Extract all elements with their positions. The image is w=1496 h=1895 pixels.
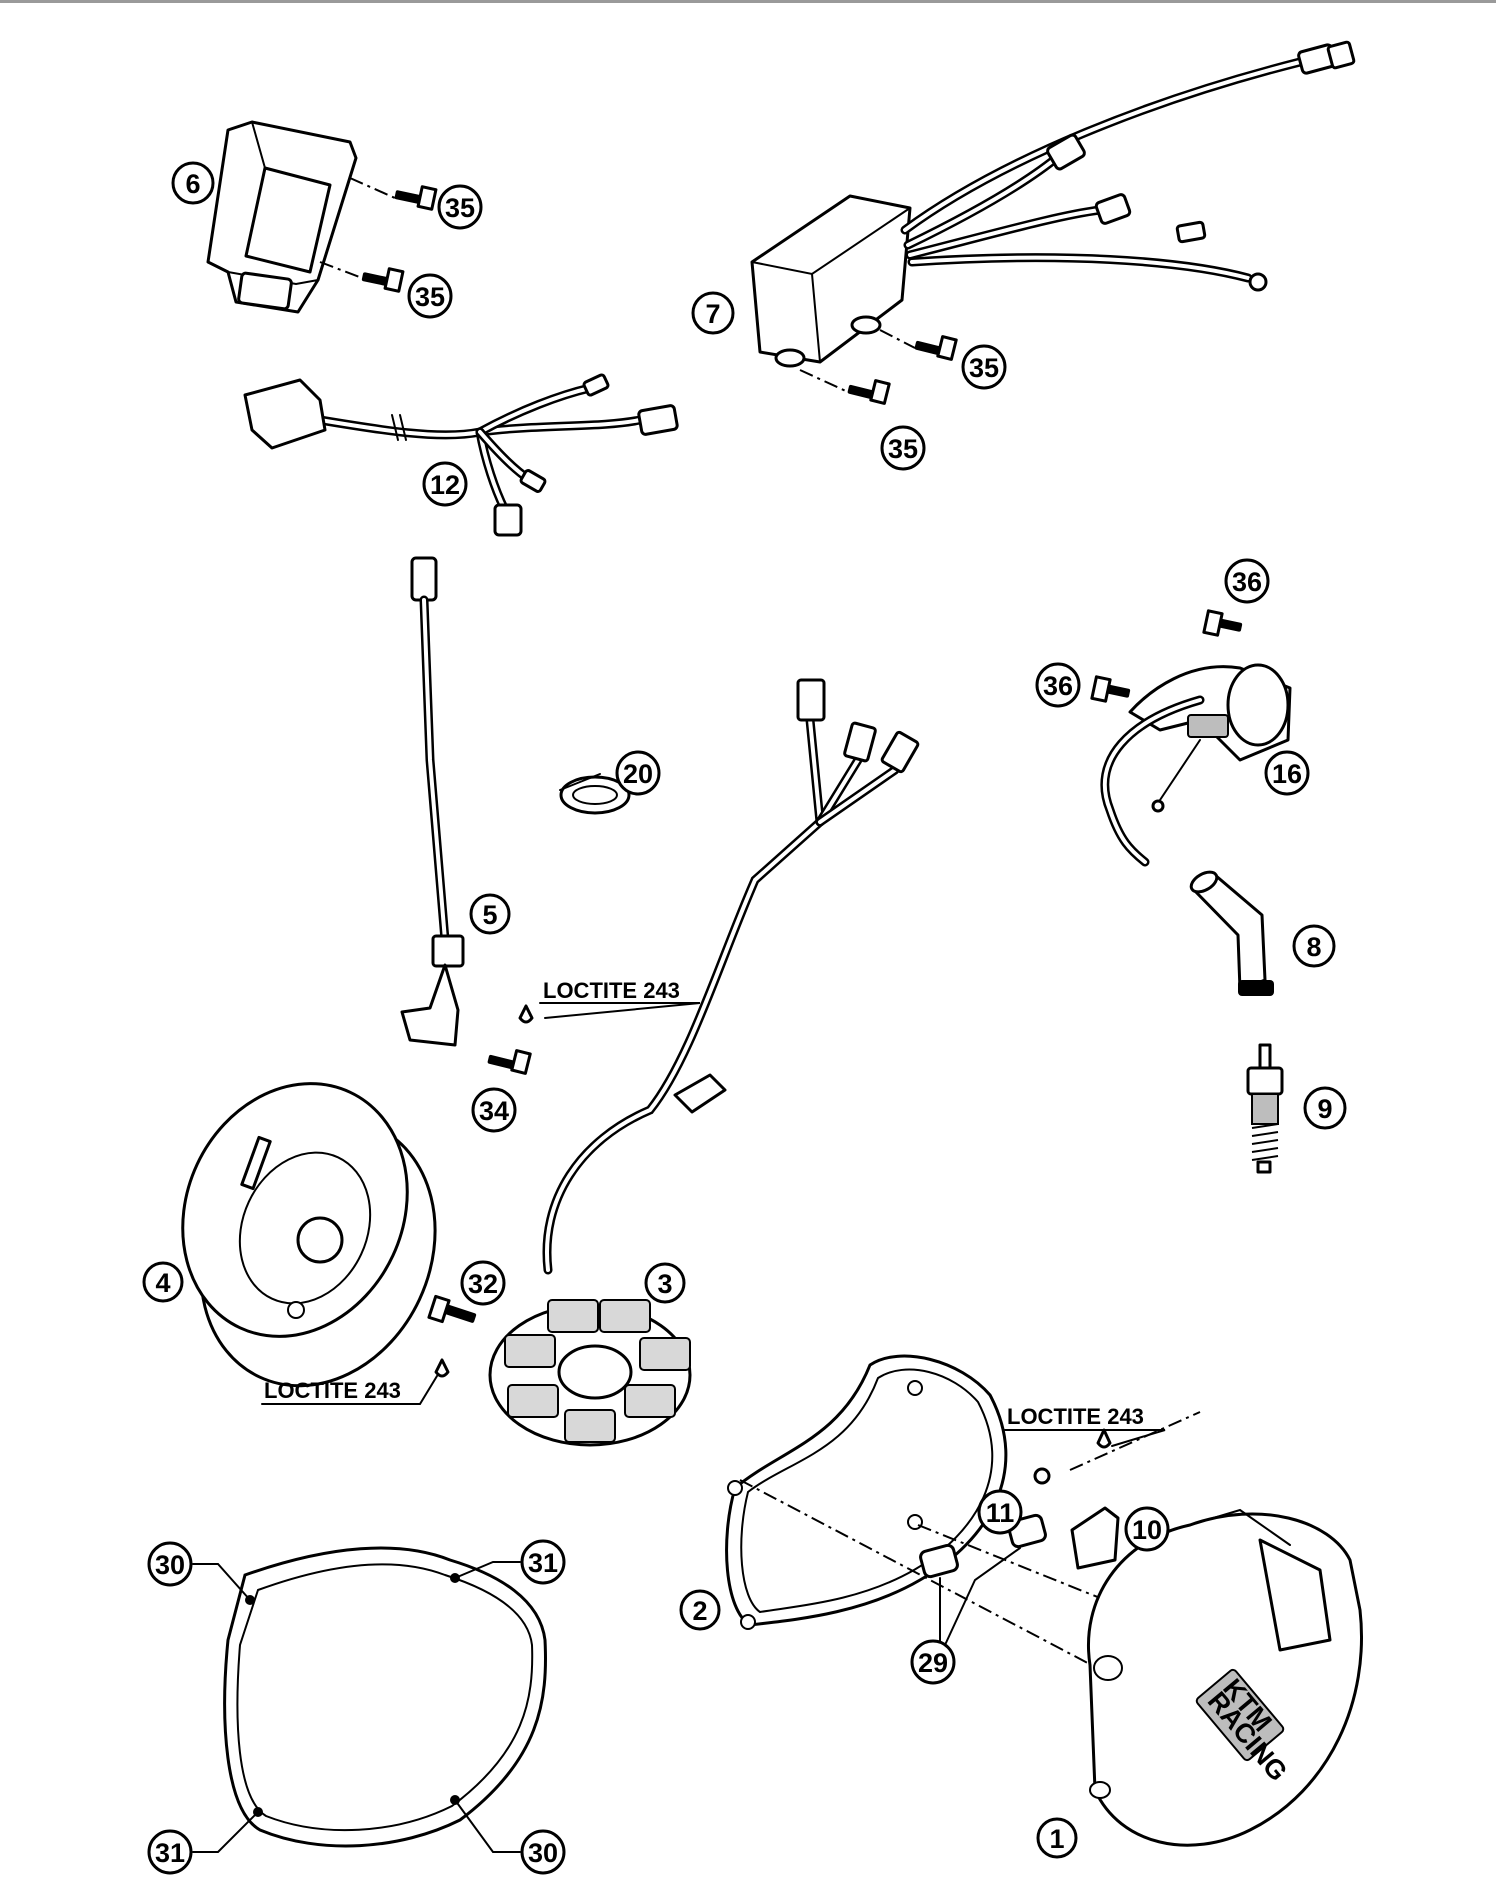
callout-34: 34 — [471, 1087, 517, 1133]
part-6-cdi-unit — [206, 120, 358, 314]
callout-6: 6 — [171, 161, 215, 205]
part-30-31-gasket — [192, 1546, 547, 1853]
svg-text:6: 6 — [185, 169, 200, 199]
svg-text:35: 35 — [445, 193, 475, 223]
part-12-wiring-harness — [243, 373, 679, 537]
part-11-screw — [1033, 1428, 1112, 1485]
screw-36-a — [1202, 609, 1243, 637]
callout-2: 2 — [679, 1589, 721, 1631]
svg-text:34: 34 — [479, 1096, 509, 1126]
callout-8: 8 — [1292, 924, 1336, 968]
svg-text:4: 4 — [155, 1268, 170, 1298]
callout-36-a: 36 — [1224, 558, 1270, 604]
part-1-ignition-cover: KTM RACING — [1087, 1508, 1363, 1847]
part-2-cover-gasket — [725, 1354, 1008, 1630]
part-8-spark-plug-cap — [1189, 870, 1274, 996]
part-10-clip — [1070, 1506, 1120, 1570]
svg-text:16: 16 — [1272, 759, 1302, 789]
screw-35-b — [319, 261, 405, 293]
callout-5: 5 — [469, 893, 511, 935]
loctite-leader-1 — [539, 1002, 701, 1019]
svg-text:7: 7 — [705, 299, 720, 329]
callout-29: 29 — [910, 1547, 1021, 1685]
assembly-line-a — [739, 1479, 1121, 1681]
assembly-line-b — [917, 1524, 1106, 1601]
screw-35-a — [349, 177, 438, 211]
screw-34 — [487, 1004, 534, 1075]
top-border-line — [0, 0, 1496, 3]
svg-text:35: 35 — [969, 353, 999, 383]
part-20-cable-tie — [559, 773, 631, 815]
loctite-note-1: LOCTITE 243 — [543, 978, 680, 1003]
svg-text:29: 29 — [918, 1648, 948, 1678]
screw-36-b — [1090, 675, 1131, 703]
callout-16: 16 — [1264, 750, 1310, 796]
callout-32: 32 — [460, 1260, 506, 1306]
svg-text:32: 32 — [468, 1269, 498, 1299]
callout-1: 1 — [1036, 1817, 1078, 1859]
svg-text:11: 11 — [986, 1498, 1015, 1528]
loctite-note-2: LOCTITE 243 — [264, 1378, 401, 1403]
loctite-leader-3 — [1004, 1429, 1166, 1447]
callout-12: 12 — [422, 461, 468, 507]
callout-35-d: 35 — [880, 425, 926, 471]
callout-30-a: 30 — [147, 1541, 193, 1587]
svg-text:36: 36 — [1232, 567, 1262, 597]
callout-35-a: 35 — [437, 184, 483, 230]
callout-20: 20 — [615, 750, 661, 796]
callout-7: 7 — [691, 291, 735, 335]
svg-text:31: 31 — [528, 1548, 558, 1578]
callout-10: 10 — [1124, 1506, 1170, 1552]
callout-35-b: 35 — [407, 273, 453, 319]
svg-text:20: 20 — [623, 759, 653, 789]
svg-text:36: 36 — [1043, 671, 1073, 701]
svg-text:35: 35 — [888, 434, 918, 464]
svg-text:9: 9 — [1317, 1094, 1332, 1124]
svg-text:35: 35 — [415, 282, 445, 312]
svg-text:12: 12 — [430, 470, 460, 500]
screw-32 — [427, 1294, 477, 1378]
part-7-regulator — [750, 40, 1356, 368]
svg-text:31: 31 — [155, 1838, 185, 1868]
svg-text:30: 30 — [528, 1838, 558, 1868]
screw-35-c — [879, 329, 958, 361]
part-4-flywheel — [181, 1082, 437, 1388]
svg-text:3: 3 — [657, 1269, 672, 1299]
callout-4: 4 — [142, 1261, 184, 1303]
svg-text:10: 10 — [1132, 1515, 1162, 1545]
part-3-stator — [488, 678, 920, 1447]
part-16-ignition-coil — [1100, 663, 1292, 867]
svg-text:8: 8 — [1306, 932, 1321, 962]
callout-35-c: 35 — [961, 344, 1007, 390]
svg-text:30: 30 — [155, 1550, 185, 1580]
svg-text:2: 2 — [692, 1596, 707, 1626]
loctite-leader-2 — [261, 1375, 438, 1405]
callout-31-a: 31 — [520, 1539, 566, 1585]
screw-35-d — [799, 369, 891, 405]
callout-3: 3 — [644, 1262, 686, 1304]
callout-11: 11 — [977, 1489, 1023, 1535]
part-9-spark-plug — [1246, 1043, 1284, 1174]
loctite-note-3: LOCTITE 243 — [1007, 1404, 1144, 1429]
callout-30-b: 30 — [520, 1829, 566, 1875]
callout-9: 9 — [1303, 1086, 1347, 1130]
assembly-line-c — [1069, 1411, 1201, 1471]
svg-text:5: 5 — [482, 900, 497, 930]
callout-31-b: 31 — [147, 1829, 193, 1875]
svg-text:1: 1 — [1049, 1824, 1064, 1854]
callout-36-b: 36 — [1035, 662, 1081, 708]
part-5-pickup-sensor — [400, 556, 465, 1047]
